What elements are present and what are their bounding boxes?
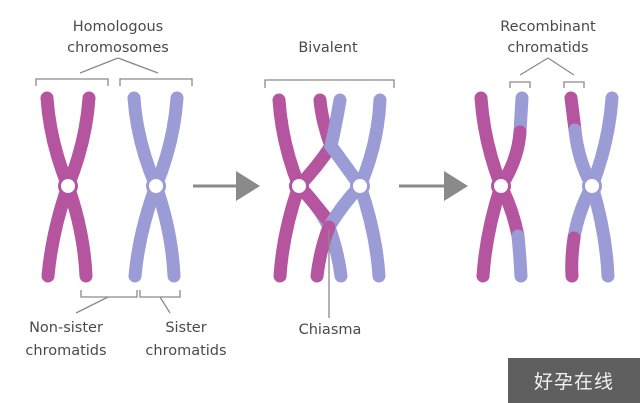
nonsister-label-line1: Non-sister (29, 320, 103, 336)
homologous-leader-lines (79, 57, 159, 74)
chromosome-pink (40, 91, 96, 283)
homologous-bracket-left (35, 78, 109, 86)
recombinant-bracket-right (563, 81, 585, 88)
recombinant-chromosome-pink (474, 91, 529, 283)
recombinant-label-line2: chromatids (507, 40, 588, 56)
recombinant-centromere-blue (582, 176, 602, 196)
chiasma-label: Chiasma (299, 322, 362, 338)
homologous-label-line2: chromosomes (67, 40, 169, 56)
centromere-pink (58, 176, 78, 196)
chromosome-blue (127, 91, 184, 283)
recombinant-label-line1: Recombinant (500, 19, 596, 35)
sister-leader (159, 296, 171, 314)
centromere-blue (146, 176, 166, 196)
bivalent-chromosome-pair (272, 93, 387, 283)
watermark-box: 好孕在线 (508, 358, 640, 403)
nonsister-label-line2: chromatids (25, 343, 106, 359)
recombinant-bracket-left (509, 81, 531, 88)
sister-bracket (139, 290, 181, 298)
sister-label-line1: Sister (165, 320, 206, 336)
recombinant-centromere-pink (491, 176, 511, 196)
bivalent-label: Bivalent (298, 40, 358, 56)
watermark-text: 好孕在线 (533, 371, 614, 393)
bivalent-centromere-blue (350, 176, 370, 196)
nonsister-bracket (80, 290, 138, 298)
recombinant-chromosome-blue (564, 91, 619, 283)
homologous-bracket-right (119, 78, 193, 86)
bivalent-centromere-pink (289, 176, 309, 196)
bivalent-bracket (264, 79, 395, 88)
sister-label-line2: chromatids (145, 343, 226, 359)
recombinant-leader-lines (519, 57, 575, 76)
homologous-label-line1: Homologous (73, 19, 164, 35)
nonsister-leader (75, 296, 109, 314)
